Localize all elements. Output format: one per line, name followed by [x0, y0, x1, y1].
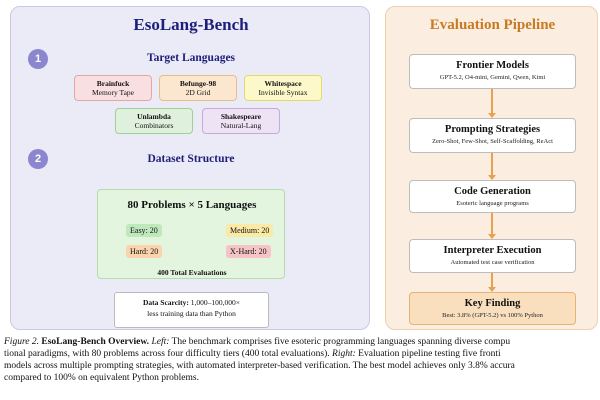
caption-left-text: The benchmark comprises five esoteric pr… — [171, 337, 511, 347]
language-box-shakespeare: Shakespeare Natural-Lang — [202, 108, 280, 134]
caption-line-3: models across multiple prompting strateg… — [4, 361, 515, 371]
arrow-down-icon — [488, 89, 496, 118]
benchmark-panel: EsoLang-Bench 1 Target Languages Brainfu… — [10, 6, 370, 330]
language-desc: Combinators — [134, 121, 174, 131]
benchmark-title: EsoLang-Bench — [133, 15, 249, 34]
dataset-title: 80 Problems × 5 Languages — [127, 199, 257, 211]
caption-right-text: Evaluation pipeline testing five fronti — [358, 349, 501, 359]
dataset-total: 400 Total Evaluations — [157, 268, 227, 277]
language-box-befunge: Befunge-98 2D Grid — [159, 75, 237, 101]
caption-fig-label: Figure 2. — [4, 337, 40, 347]
section-title-target-languages: Target Languages — [146, 52, 236, 64]
caption-line-1: Figure 2. EsoLang-Bench Overview. Left: … — [4, 336, 600, 348]
tier-hard: Hard: 20 — [126, 245, 163, 258]
caption-title: EsoLang-Bench Overview. — [41, 337, 150, 347]
pipeline-step-frontier-models: Frontier Models GPT-5.2, O4-mini, Gemini… — [409, 54, 576, 89]
arrow-down-icon — [488, 273, 496, 292]
step-number-1: 1 — [28, 49, 48, 69]
language-desc: Natural-Lang — [220, 121, 262, 131]
language-name: Unlambda — [137, 112, 171, 121]
section-title-dataset-structure: Dataset Structure — [147, 153, 235, 165]
language-name: Whitespace — [264, 79, 302, 88]
pipeline-step-sub: Zero-Shot, Few-Shot, Self-Scaffolding, R… — [432, 138, 553, 145]
pipeline-step-title: Key Finding — [464, 298, 521, 309]
pipeline-step-key-finding: Key Finding Best: 3.8% (GPT-5.2) vs 100%… — [409, 292, 576, 325]
caption-right-label: Right: — [332, 349, 356, 359]
caption-line-4: compared to 100% on equivalent Python pr… — [4, 373, 199, 383]
tier-easy: Easy: 20 — [126, 224, 162, 237]
language-box-unlambda: Unlambda Combinators — [115, 108, 193, 134]
dataset-box: 80 Problems × 5 Languages Easy: 20 Mediu… — [97, 189, 285, 279]
caption-line-2: tional paradigms, with 80 problems acros… — [4, 348, 600, 360]
tier-medium: Medium: 20 — [226, 224, 274, 237]
tier-x-hard: X-Hard: 20 — [226, 245, 271, 258]
pipeline-step-sub: GPT-5.2, O4-mini, Gemini, Qwen, Kimi — [439, 74, 546, 81]
pipeline-step-title: Code Generation — [454, 186, 531, 197]
pipeline-panel: Evaluation Pipeline Frontier Models GPT-… — [385, 6, 598, 330]
language-desc: Invisible Syntax — [258, 88, 308, 98]
pipeline-step-title: Prompting Strategies — [444, 124, 541, 135]
language-box-brainfuck: Brainfuck Memory Tape — [74, 75, 152, 101]
pipeline-step-prompting: Prompting Strategies Zero-Shot, Few-Shot… — [409, 118, 576, 153]
language-name: Brainfuck — [96, 79, 130, 88]
pipeline-step-title: Frontier Models — [456, 60, 529, 71]
caption-left-label: Left: — [151, 337, 170, 347]
pipeline-title: Evaluation Pipeline — [429, 17, 556, 33]
language-name: Shakespeare — [220, 112, 262, 121]
caption-line2-text: tional paradigms, with 80 problems acros… — [4, 349, 330, 359]
pipeline-step-code-generation: Code Generation Esoteric language progra… — [409, 180, 576, 213]
pipeline-step-sub: Automated test case verification — [450, 259, 535, 266]
scarcity-line2: less training data than Python — [147, 308, 236, 318]
step-number-2: 2 — [28, 149, 48, 169]
language-desc: 2D Grid — [185, 88, 211, 98]
pipeline-step-sub: Esoteric language programs — [456, 200, 529, 207]
language-desc: Memory Tape — [91, 88, 135, 98]
data-scarcity-box: Data Scarcity: 1,000–100,000× less train… — [114, 292, 269, 328]
pipeline-step-sub: Best: 3.8% (GPT-5.2) vs 100% Python — [442, 312, 543, 319]
scarcity-value: 1,000–100,000× — [190, 298, 240, 307]
language-box-whitespace: Whitespace Invisible Syntax — [244, 75, 322, 101]
arrow-down-icon — [488, 153, 496, 180]
figure-caption: Figure 2. EsoLang-Bench Overview. Left: … — [4, 336, 600, 384]
pipeline-step-interpreter: Interpreter Execution Automated test cas… — [409, 239, 576, 273]
arrow-down-icon — [488, 213, 496, 239]
language-name: Befunge-98 — [179, 79, 217, 88]
scarcity-label: Data Scarcity: — [143, 298, 189, 307]
pipeline-step-title: Interpreter Execution — [443, 245, 542, 256]
